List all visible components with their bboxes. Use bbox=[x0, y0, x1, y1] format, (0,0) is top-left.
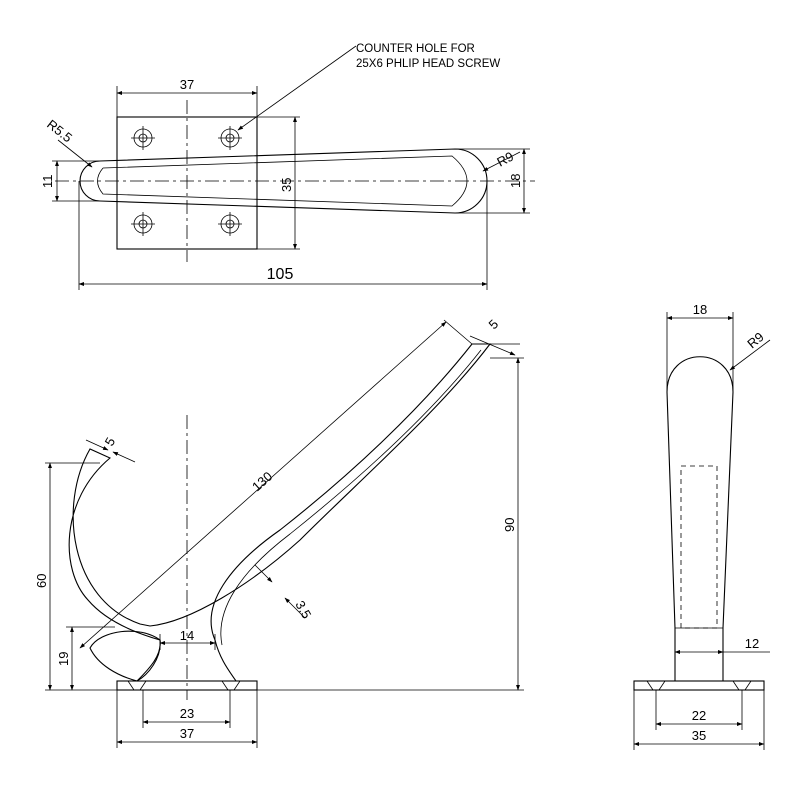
top-screw-hole bbox=[218, 126, 242, 150]
side-counter-hole bbox=[646, 680, 666, 691]
side-dim-radius: R9 bbox=[744, 329, 766, 351]
top-mounting-plate bbox=[116, 116, 258, 250]
front-arm-inner-line bbox=[220, 349, 482, 646]
side-dim-r9-leader bbox=[729, 339, 771, 371]
top-screw-hole bbox=[218, 212, 242, 236]
top-dim-left-height: 11 bbox=[40, 175, 55, 189]
front-counter-hole bbox=[221, 680, 241, 691]
front-dim-plate-width: 37 bbox=[180, 726, 194, 741]
side-counter-hole bbox=[732, 680, 752, 691]
side-dim-hole-spacing: 22 bbox=[692, 708, 706, 723]
side-dim-plate-width: 35 bbox=[692, 728, 706, 743]
front-dim-35-leader-a bbox=[254, 564, 273, 583]
top-dim-overall-length: 105 bbox=[267, 266, 294, 283]
top-arm-outline bbox=[79, 148, 488, 214]
top-arm-inner-edge bbox=[97, 155, 468, 207]
front-dim-base-height: 19 bbox=[56, 652, 71, 666]
top-dim-right-height: 18 bbox=[508, 174, 523, 188]
top-screw-hole bbox=[131, 126, 155, 150]
top-dim-plate-width: 37 bbox=[180, 77, 194, 92]
front-dim-thickness: 3.5 bbox=[292, 598, 314, 621]
front-dim-total-height: 90 bbox=[502, 518, 517, 532]
front-dim-hook-height: 60 bbox=[34, 574, 49, 588]
front-dim-5-top-line bbox=[469, 335, 516, 356]
top-dim-plate-height: 35 bbox=[279, 178, 294, 192]
front-hook-bottom-tip bbox=[89, 630, 161, 682]
front-dim-neck: 14 bbox=[180, 628, 194, 643]
top-screw-hole bbox=[131, 212, 155, 236]
top-dim-r55-leader bbox=[57, 139, 93, 168]
side-hidden-insert bbox=[680, 465, 718, 629]
top-dim-r9-leader bbox=[482, 151, 521, 172]
counter-hole-note-line2: 25X6 PHLIP HEAD SCREW bbox=[356, 58, 500, 70]
side-dim-top-width: 18 bbox=[693, 302, 707, 317]
front-dim-arm-tip: 5 bbox=[486, 316, 502, 332]
front-view: 130 5 90 5 60 19 14 3.5 bbox=[34, 316, 524, 748]
front-dim-130-line bbox=[79, 321, 447, 649]
front-hook-outline bbox=[68, 343, 492, 682]
front-dim-arm-length: 130 bbox=[249, 469, 275, 495]
side-body-outline bbox=[666, 356, 734, 682]
front-dim-hook-tip: 5 bbox=[102, 435, 119, 449]
top-dim-radius-right: R9 bbox=[494, 149, 516, 170]
side-dim-neck: 12 bbox=[745, 636, 759, 651]
top-view: COUNTER HOLE FOR 25X6 PHLIP HEAD SCREW 3… bbox=[40, 43, 535, 290]
counter-hole-leader bbox=[237, 45, 357, 131]
counter-hole-note-line1: COUNTER HOLE FOR bbox=[356, 43, 475, 55]
front-dim-35-leader-b bbox=[284, 597, 306, 619]
front-dim-hole-spacing: 23 bbox=[180, 706, 194, 721]
front-dim-5-hook-line bbox=[85, 439, 109, 451]
side-base-plate bbox=[633, 680, 765, 691]
front-counter-hole bbox=[127, 680, 147, 691]
side-view: 18 R9 12 22 35 bbox=[633, 302, 771, 750]
